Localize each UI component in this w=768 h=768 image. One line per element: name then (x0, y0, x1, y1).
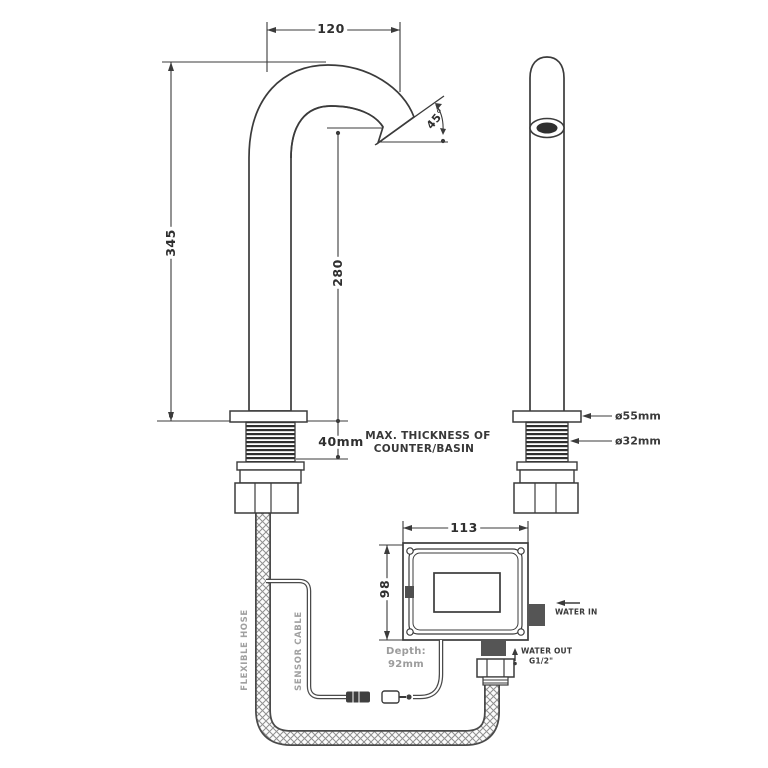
water-out-arrow (512, 648, 518, 655)
screw-bottom-left (406, 628, 414, 636)
dim-shank-diameter: ø32mm (615, 434, 661, 448)
screw-top-right (517, 547, 525, 555)
left-faucet-spout (229, 64, 416, 514)
counter-note-line1: MAX. THICKNESS OF (365, 429, 491, 442)
flow-arrows (512, 600, 580, 666)
counter-note-line2: COUNTER/BASIN (373, 442, 475, 455)
dim-box-height: 98 (376, 577, 392, 601)
cable-plug-female (381, 690, 412, 704)
control-box (402, 542, 545, 656)
dim-box-width: 113 (448, 519, 480, 535)
water-out-fitting (476, 658, 515, 686)
sensor-cable-label: SENSOR CABLE (293, 611, 304, 691)
dim-counter-thickness: 40mm (316, 433, 366, 449)
sensor-cable (266, 578, 444, 704)
dim-spout-reach: 120 (315, 20, 347, 36)
right-faucet-sensor-column (512, 56, 582, 514)
water-in-arrow (556, 600, 565, 606)
screw-bottom-right (517, 628, 525, 636)
cable-port (405, 586, 414, 598)
water-in-label: WATER IN (555, 607, 598, 617)
box-depth-label: Depth: (386, 646, 426, 657)
water-out-thread: G1/2" (529, 656, 554, 666)
sensor-eye (536, 122, 558, 134)
dimension-arrowheads (168, 27, 591, 640)
flexible-hose (255, 510, 500, 746)
dim-outlet-height: 280 (329, 257, 345, 289)
screw-top-left (406, 547, 414, 555)
water-out-connector (481, 640, 506, 656)
flexible-hose-label: FLEXIBLE HOSE (239, 609, 250, 691)
water-out-label: WATER OUT (521, 646, 573, 656)
cable-plug-male (346, 691, 370, 703)
water-in-connector (528, 604, 545, 626)
box-depth-value: 92mm (388, 659, 424, 670)
dim-flange-diameter: ø55mm (615, 409, 661, 423)
dim-total-height: 345 (162, 227, 178, 259)
control-box-display (433, 572, 501, 613)
